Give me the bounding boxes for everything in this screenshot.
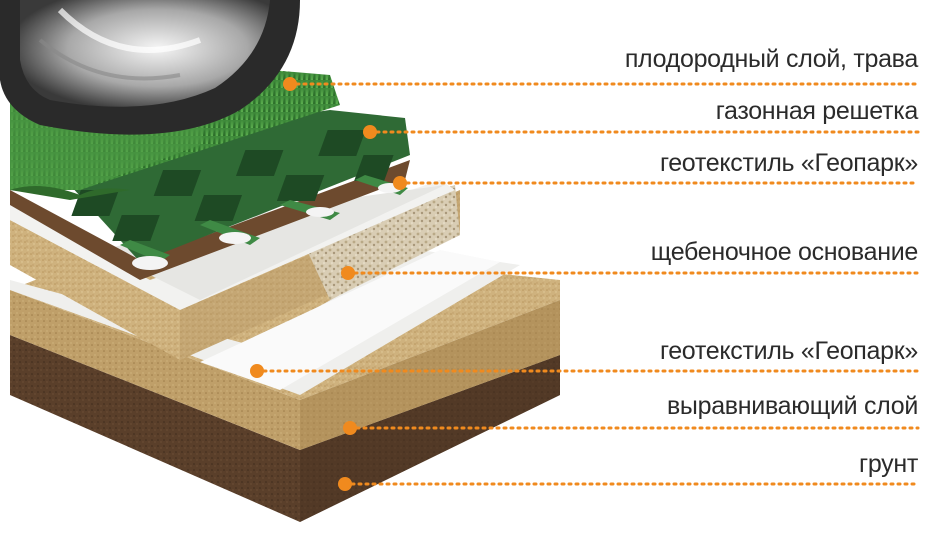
leader-marker-dot	[338, 477, 352, 491]
label-geotextile-bottom: геотекстиль «Геопарк»	[659, 337, 918, 365]
leader-marker-dot	[393, 176, 407, 190]
leader-marker-dot	[363, 125, 377, 139]
geotextile-top-layer	[10, 180, 455, 310]
label-soil: грунт	[859, 450, 918, 478]
label-leveling: выравнивающий слой	[666, 392, 918, 420]
leader-marker-dot	[343, 421, 357, 435]
lawn-grid-icon	[70, 110, 410, 270]
gravel-layer	[10, 185, 460, 360]
leader-marker-dot	[341, 266, 355, 280]
label-geotextile-top: геотекстиль «Геопарк»	[659, 149, 918, 177]
leader-marker-dot	[250, 364, 264, 378]
label-gravel: щебеночное основание	[650, 238, 919, 266]
car-tire-icon	[0, 0, 300, 135]
geotextile-bottom-layer	[10, 250, 520, 395]
label-grass: плодородный слой, трава	[624, 45, 918, 73]
dirt-strip	[10, 160, 410, 280]
label-lawn-grid: газонная решетка	[715, 97, 919, 125]
leader-marker-dot	[283, 77, 297, 91]
